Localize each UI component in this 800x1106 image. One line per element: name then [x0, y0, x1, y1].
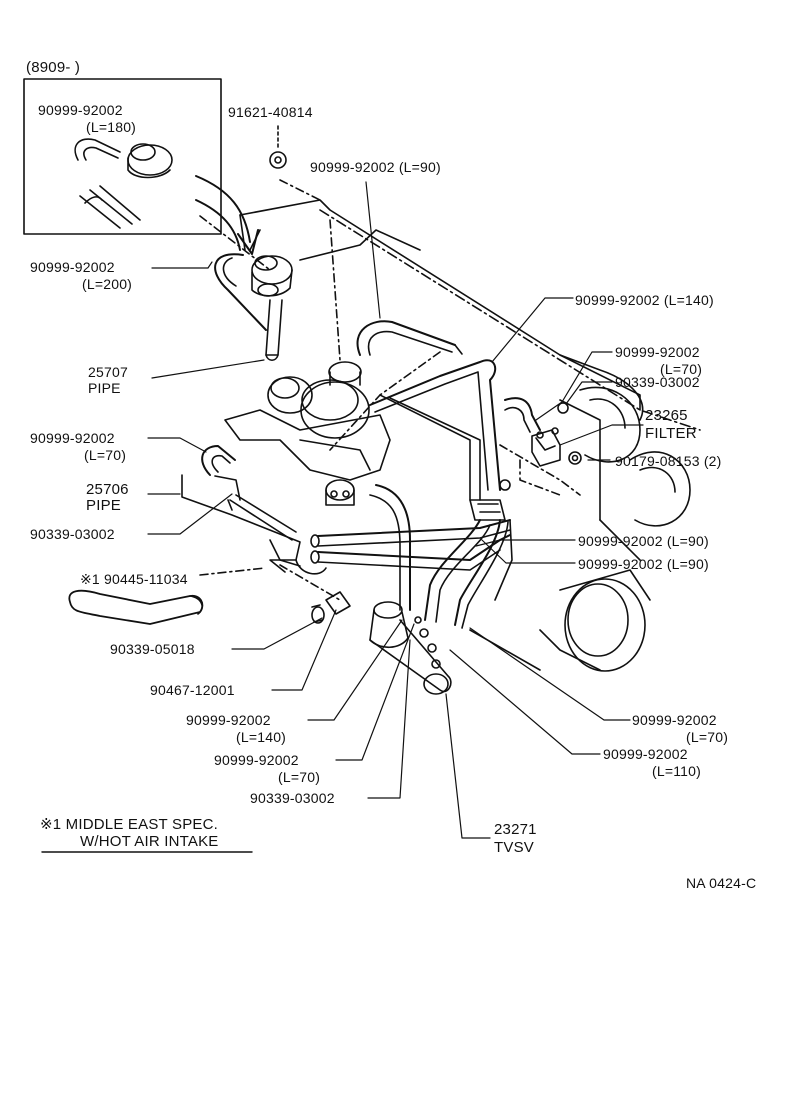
label-hose-l70-left-len: (L=70)	[84, 447, 127, 463]
label-part-90467: 90467-12001	[150, 682, 235, 698]
inset-hose-length: (L=180)	[86, 119, 137, 135]
hose-l140-top	[369, 359, 501, 491]
label-pipe-25707-name: PIPE	[88, 380, 121, 396]
note-line1: ※1 MIDDLE EAST SPEC.	[40, 816, 219, 833]
label-tvsv-name: TVSV	[494, 839, 534, 856]
hose-l70-left	[201, 445, 236, 476]
label-clamp-left: 90339-03002	[30, 526, 115, 542]
label-hose-l70-bottom-len: (L=70)	[278, 769, 321, 785]
label-hose-l70-right-len: (L=70)	[660, 361, 703, 377]
label-hose-l90-mid-b: 90999-92002 (L=90)	[578, 556, 709, 572]
label-hose-l90-mid-a: 90999-92002 (L=90)	[578, 533, 709, 549]
label-hose-l200-len: (L=200)	[82, 276, 133, 292]
label-filter-name: FILTER	[645, 425, 697, 442]
inset-date-range: (8909- )	[26, 59, 81, 76]
hose-l200	[214, 253, 267, 331]
label-filter-num: 23265	[645, 407, 688, 424]
label-hose-l110-len: (L=110)	[652, 763, 702, 779]
distributor-icon	[325, 479, 355, 506]
inset-hose-part: 90999-92002	[38, 102, 123, 118]
hose-l90-mid-a	[317, 519, 511, 537]
inset-arrow	[195, 175, 251, 243]
clamp-icon	[557, 402, 569, 414]
nut-icon	[568, 451, 582, 465]
hose-l70-right	[504, 397, 541, 431]
label-nut-right: 90179-08153 (2)	[615, 453, 722, 469]
hose-l90-top	[356, 320, 456, 356]
label-hose-l140-top: 90999-92002 (L=140)	[575, 292, 714, 308]
bolt-icon	[269, 125, 287, 169]
inset-box	[23, 78, 222, 235]
label-hose-l140-bottom-len: (L=140)	[236, 729, 287, 745]
label-hose-l70-lower-right-len: (L=70)	[686, 729, 729, 745]
label-bolt-top: 91621-40814	[228, 104, 313, 120]
label-pipe-25706-num: 25706	[86, 481, 129, 498]
label-pipe-25707-num: 25707	[88, 364, 128, 380]
label-hose-l200: 90999-92002	[30, 259, 115, 275]
label-pipe-25706-name: PIPE	[86, 497, 121, 514]
diagram-code: NA 0424-C	[686, 875, 757, 891]
pipe-25706	[181, 474, 301, 573]
hot-air-hose	[68, 589, 204, 625]
label-hose-l110: 90999-92002	[603, 746, 688, 762]
hose-vertical	[375, 484, 411, 611]
filter-icon	[531, 427, 561, 467]
label-hose-l90-top: 90999-92002 (L=90)	[310, 159, 441, 175]
label-hose-l140-bottom: 90999-92002	[186, 712, 271, 728]
air-cleaner-icon	[224, 361, 391, 481]
label-hose-l70-right: 90999-92002	[615, 344, 700, 360]
vacuum-valve-icon	[251, 255, 293, 297]
label-hose-l70-lower-right: 90999-92002	[632, 712, 717, 728]
label-tvsv-num: 23271	[494, 821, 537, 838]
label-hose-l70-bottom: 90999-92002	[214, 752, 299, 768]
label-clamp-05018: 90339-05018	[110, 641, 195, 657]
tvsv-icon	[369, 601, 452, 695]
label-hose-l70-left: 90999-92002	[30, 430, 115, 446]
label-clamp-bottom: 90339-03002	[250, 790, 335, 806]
clamp-05018-icon	[325, 591, 351, 615]
note-line2: W/HOT AIR INTAKE	[80, 833, 219, 850]
pipe-25707	[265, 299, 283, 356]
label-clamp-right: 90339-03002	[615, 374, 700, 390]
label-hot-air-hose: ※1 90445-11034	[80, 571, 188, 587]
